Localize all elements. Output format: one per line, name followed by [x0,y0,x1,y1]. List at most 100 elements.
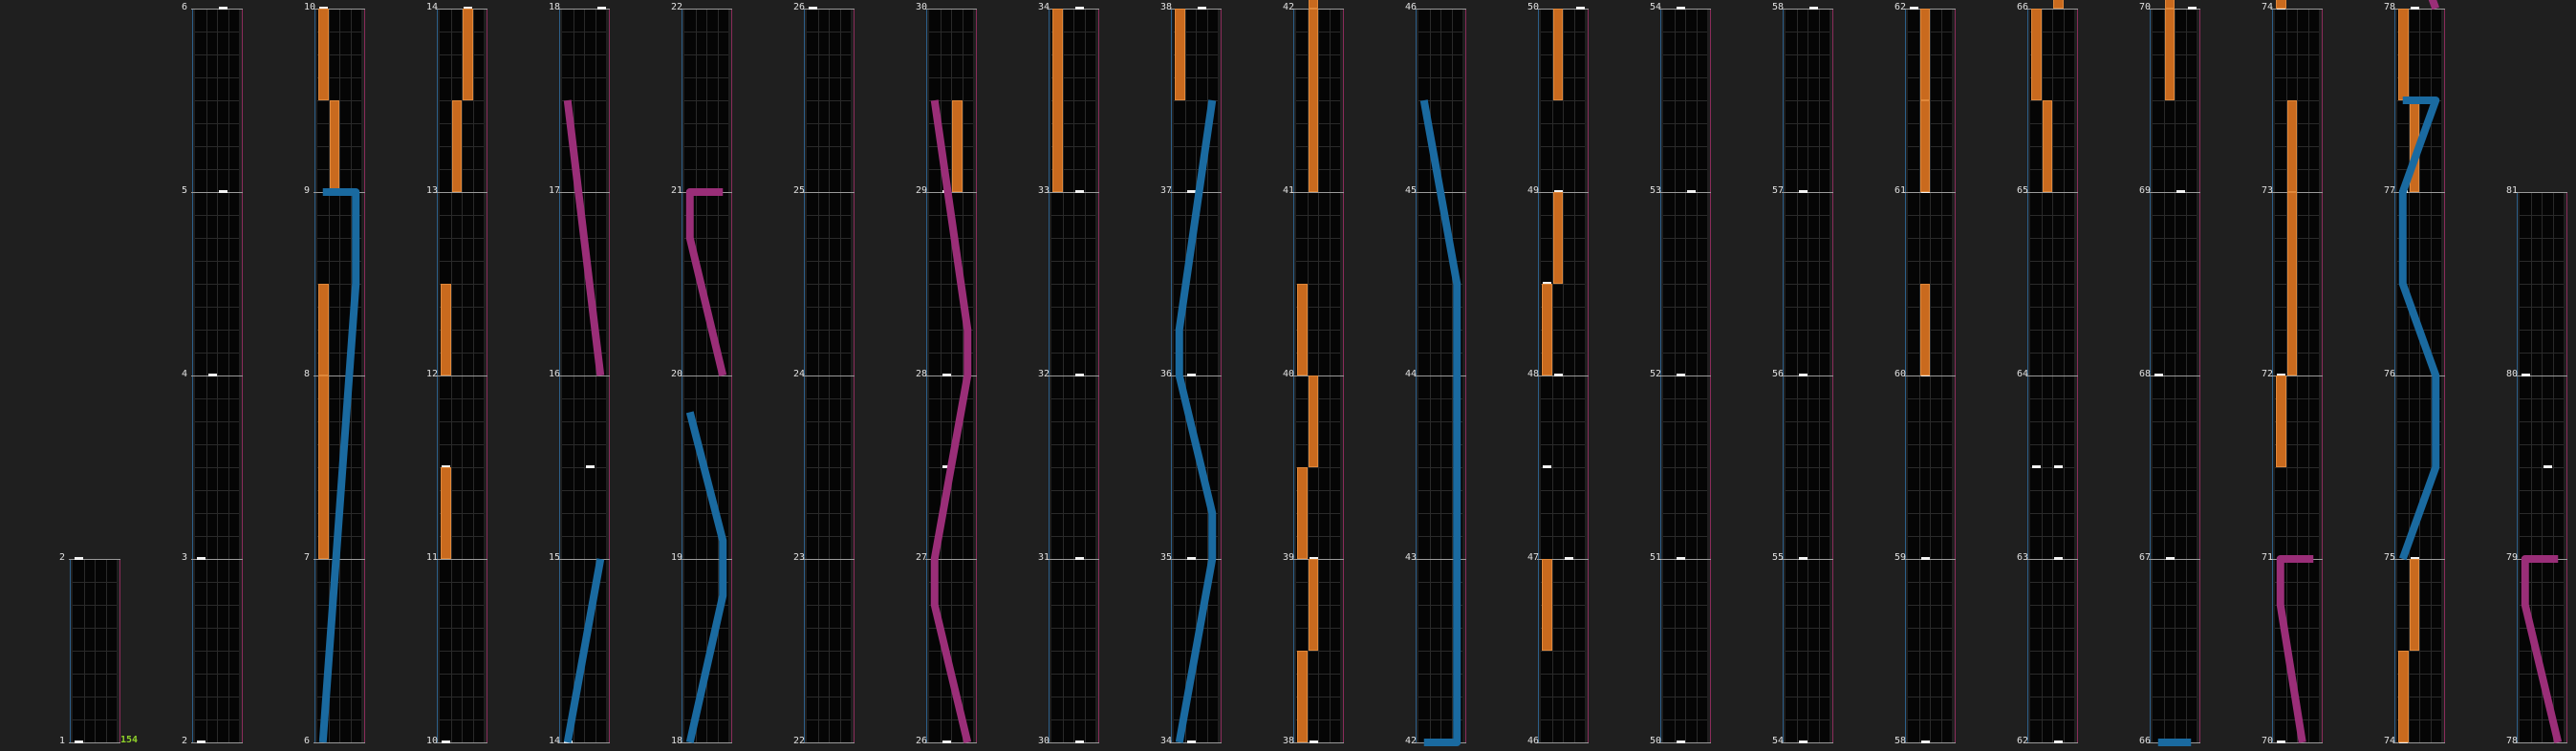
beat-line [2153,421,2197,422]
beat-line [195,513,239,514]
beat-line [562,123,606,124]
measure-number: 76 [2384,369,2396,379]
beat-line [1786,674,1829,675]
measure-line [191,559,243,560]
beat-line [2030,467,2074,468]
hold-note [451,100,462,192]
beat-line [1663,353,1707,354]
beat-line [1663,674,1707,675]
beat-line [1174,77,1218,78]
beat-line [1296,330,1340,331]
beat-line [929,169,973,170]
beat-line [317,628,361,629]
measure-line [2271,559,2323,560]
beat-line [1296,674,1340,675]
tap-note [1075,7,1084,10]
beat-line [2275,215,2319,216]
tap-note [442,740,450,743]
beat-line [195,582,239,583]
measure-number: 2 [59,552,66,563]
measure-number: 56 [1772,369,1785,379]
measure-number: 80 [2506,369,2519,379]
beat-line [2153,77,2197,78]
beat-line [1174,421,1218,422]
beat-line [2397,719,2441,720]
combo-counter: 154 [120,735,139,745]
tap-note [442,465,450,468]
measure-number: 12 [426,369,439,379]
hold-note [441,284,451,376]
beat-line [1663,398,1707,399]
beat-line [1541,467,1585,468]
beat-line [1296,284,1340,285]
beat-line [1174,719,1218,720]
beat-line [1296,307,1340,308]
tap-note [1075,374,1084,376]
measure-number: 3 [182,552,188,563]
measure-line [2149,742,2200,743]
beat-line [562,467,606,468]
beat-line [1051,421,1095,422]
beat-line [195,284,239,285]
measure-number: 61 [1894,185,1907,196]
tap-note [1676,557,1685,560]
measure-number: 32 [1038,369,1050,379]
tap-note [1431,740,1440,743]
tap-note [596,7,606,10]
beat-line [73,674,117,675]
tap-note [1309,557,1318,560]
beat-line [1908,146,1952,147]
beat-line [2275,536,2319,537]
beat-line [1051,605,1095,606]
beat-line [929,146,973,147]
measure-line [1415,9,1466,10]
measure-number: 57 [1772,185,1785,196]
beat-line [2153,123,2197,124]
beat-line [2030,123,2074,124]
measure-number: 46 [1527,736,1540,746]
beat-line [1296,628,1340,629]
beat-line [1051,215,1095,216]
measure-line [1782,9,1833,10]
measure-line [1048,742,1099,743]
beat-line [2275,444,2319,445]
beat-line [1174,536,1218,537]
measure-line [191,742,243,743]
beat-line [1051,123,1095,124]
beat-line [1051,582,1095,583]
measure-line [1292,192,1344,193]
beat-line [2275,490,2319,491]
tap-note [1798,557,1808,560]
beat-line [1663,330,1707,331]
lane-edge-right [119,559,120,742]
beat-line [1174,238,1218,239]
beat-line [195,628,239,629]
beat-line [1908,490,1952,491]
tap-note [2277,374,2285,376]
beat-line [684,536,728,537]
measure-number: 13 [426,185,439,196]
beat-line [1541,54,1585,55]
measure-number: 35 [1160,552,1173,563]
measure-number: 5 [182,185,188,196]
beat-line [2275,284,2319,285]
beat-line [807,54,851,55]
measure-line [925,742,977,743]
beat-line [1908,77,1952,78]
beat-line [1908,54,1952,55]
beat-line [1786,238,1829,239]
beat-line [2397,674,2441,675]
beat-line [807,261,851,262]
beat-line [2030,674,2074,675]
tap-note [1198,7,1206,10]
hold-note [329,100,339,192]
beat-line [1541,353,1585,354]
beat-line [929,330,973,331]
beat-line [440,77,484,78]
measure-number: 30 [1038,736,1050,746]
beat-line [2397,398,2441,399]
measure-number: 18 [549,2,561,12]
beat-line [2520,490,2564,491]
measure-number: 65 [2017,185,2029,196]
measure-line [1292,9,1344,10]
